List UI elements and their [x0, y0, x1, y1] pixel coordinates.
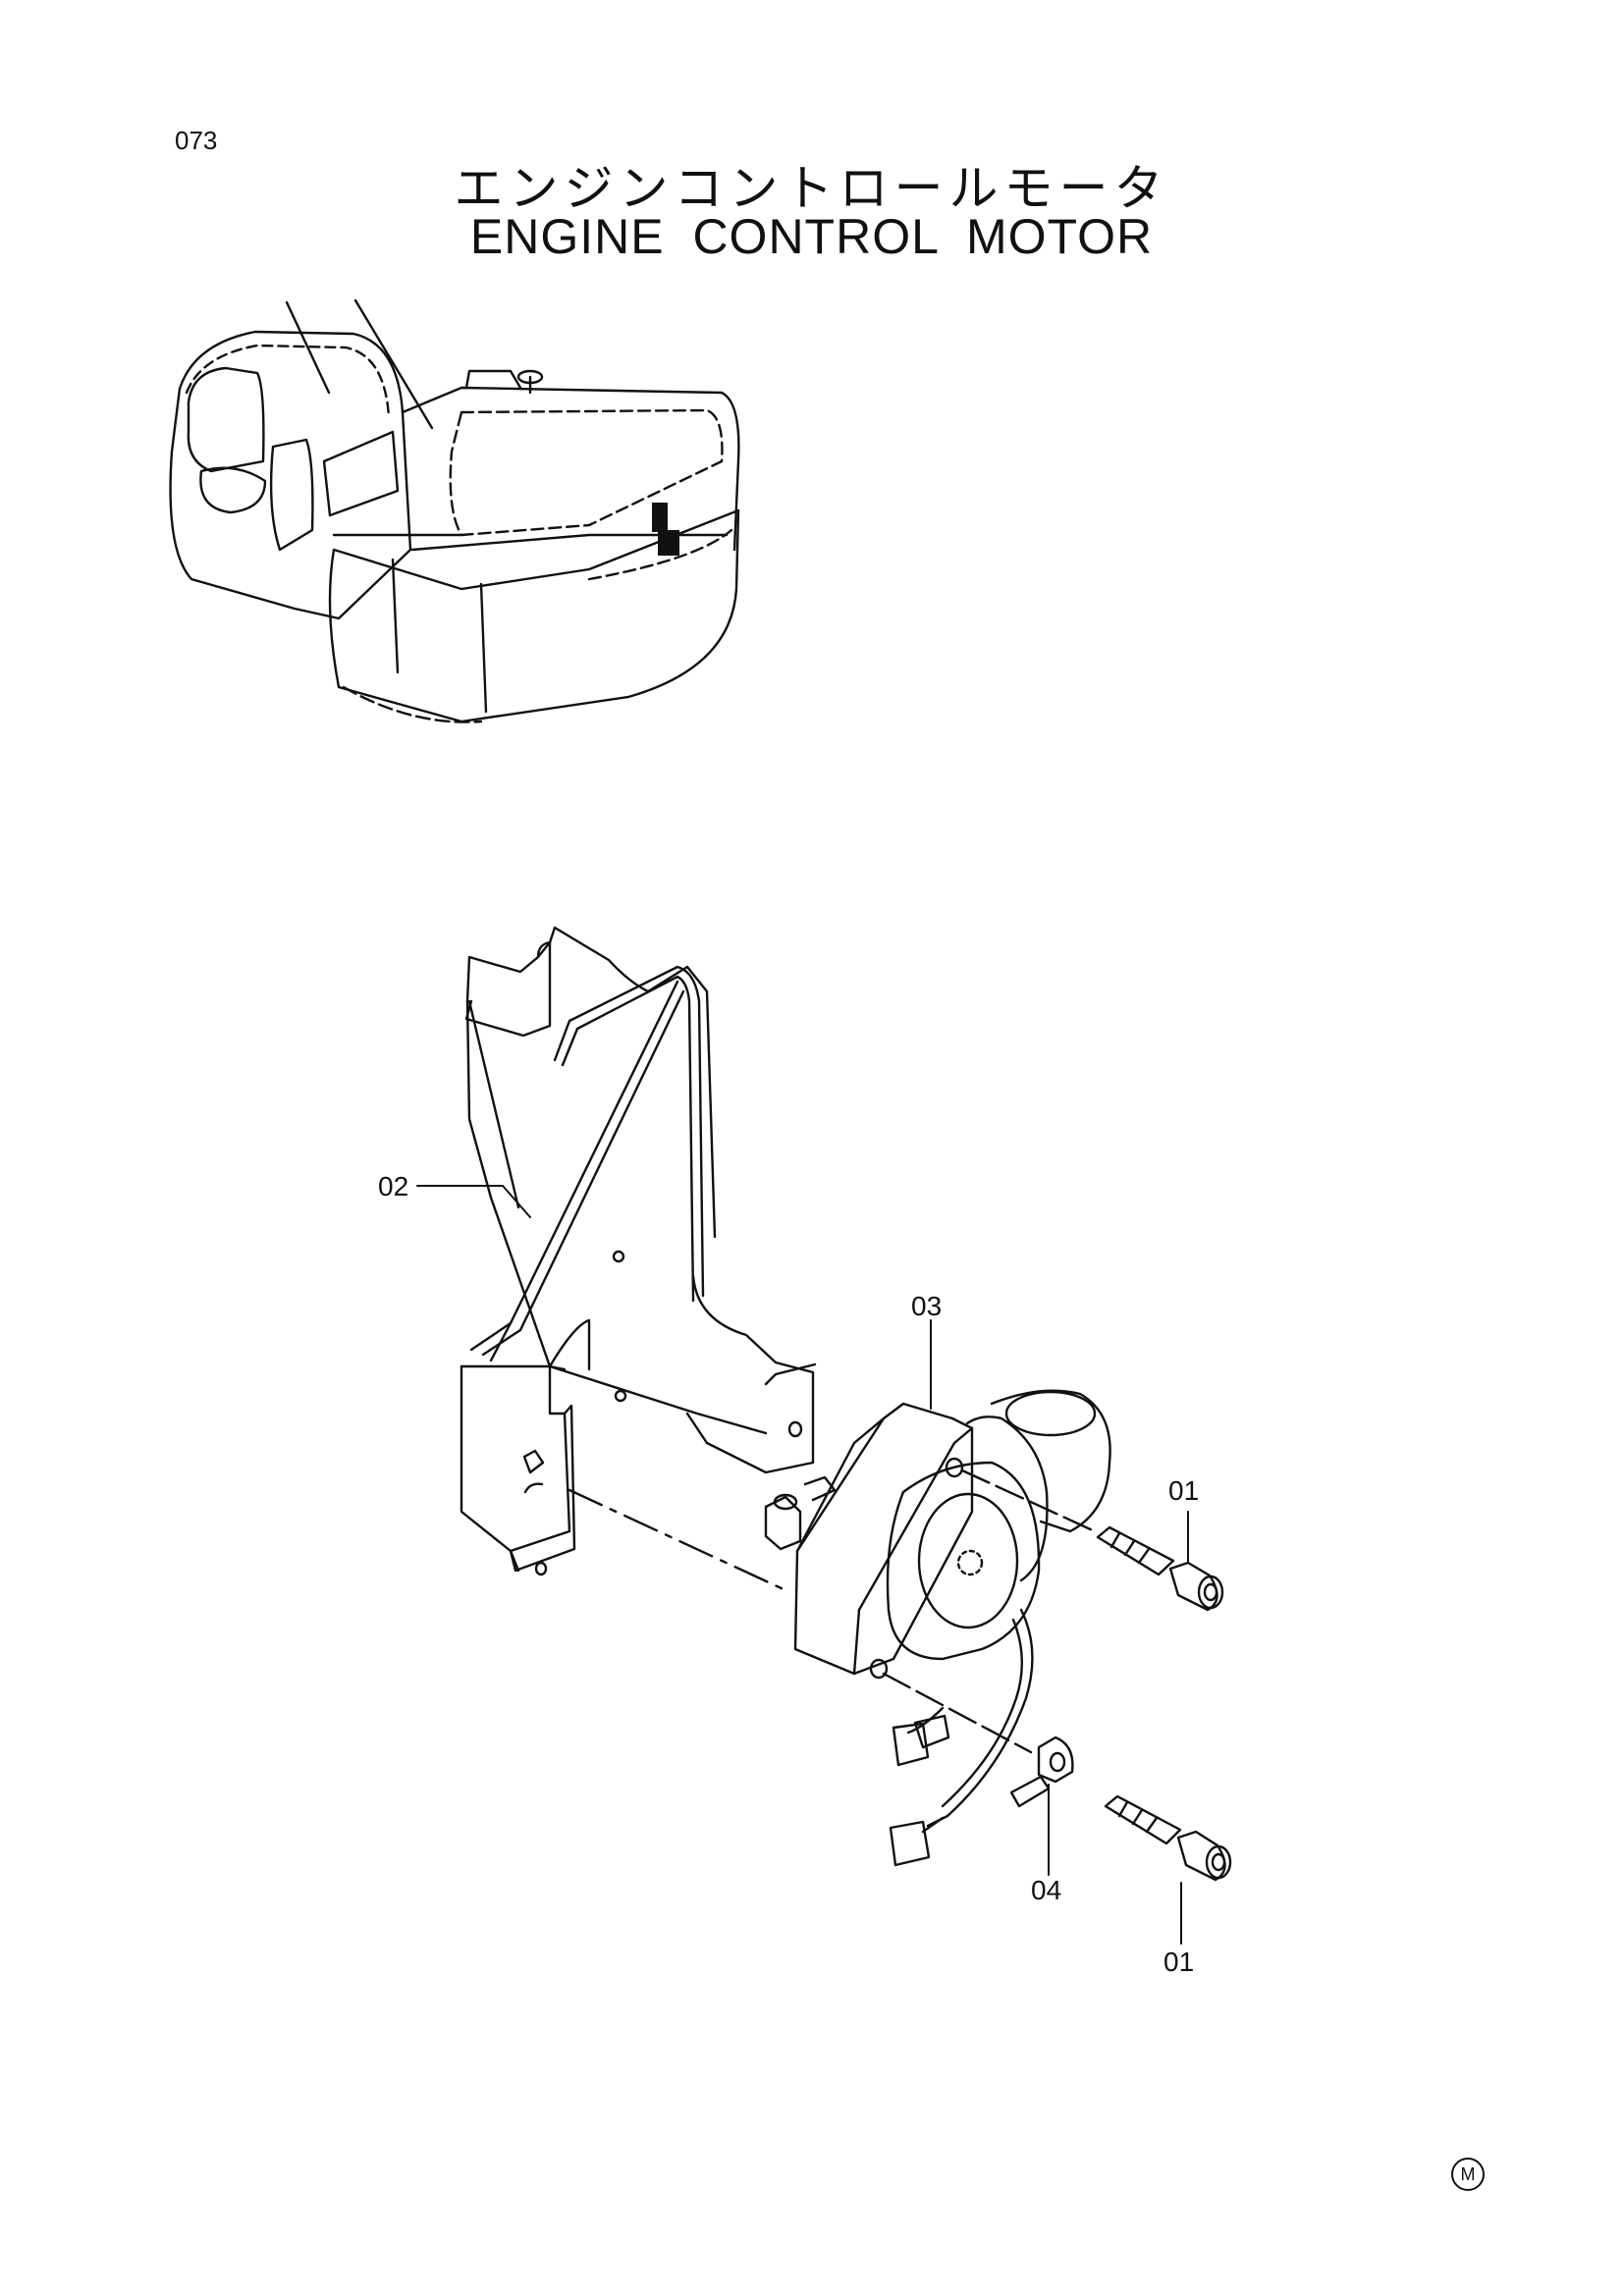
title-japanese: エンジンコントロールモータ [454, 160, 1169, 217]
motor-03-drawing [764, 1389, 1111, 1867]
corner-mark: M [1451, 2158, 1485, 2191]
callout-01-lower: 01 [1163, 1947, 1194, 1977]
callout-01-upper: 01 [1168, 1475, 1199, 1506]
title-english: ENGINE CONTROL MOTOR [469, 209, 1154, 264]
callout-02: 02 [378, 1171, 408, 1201]
leader-lines [416, 1185, 1189, 1945]
bolt-01-lower-drawing [1104, 1794, 1232, 1882]
bolt-01-upper-drawing [1096, 1525, 1224, 1612]
bracket-02-drawing [460, 926, 817, 1592]
callout-04: 04 [1031, 1875, 1061, 1905]
machine-overview-illustration [169, 298, 740, 723]
page-number: 073 [175, 126, 218, 155]
callout-03: 03 [911, 1291, 942, 1321]
